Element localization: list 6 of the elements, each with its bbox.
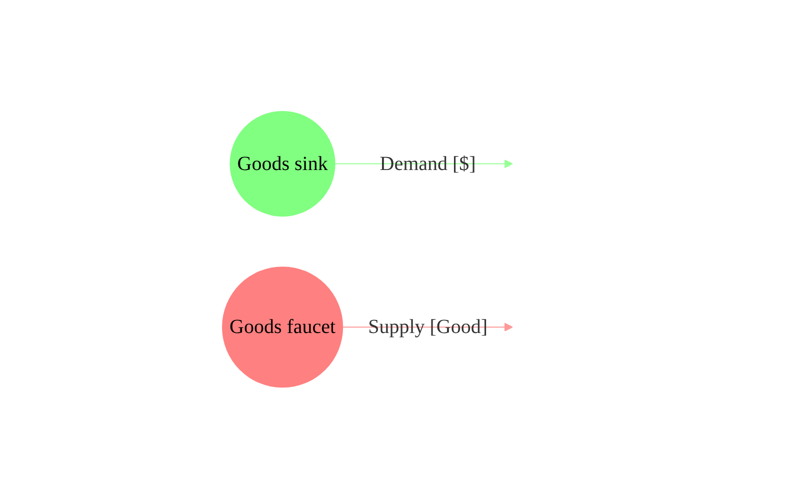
edge-label: Demand [$] [380, 152, 476, 174]
arrow [342, 322, 514, 332]
node-circle: Goods sink [230, 110, 336, 216]
edge-label: Supply [Good] [368, 316, 488, 338]
arrow [335, 159, 514, 168]
node-circle: Goods faucet [222, 266, 344, 388]
